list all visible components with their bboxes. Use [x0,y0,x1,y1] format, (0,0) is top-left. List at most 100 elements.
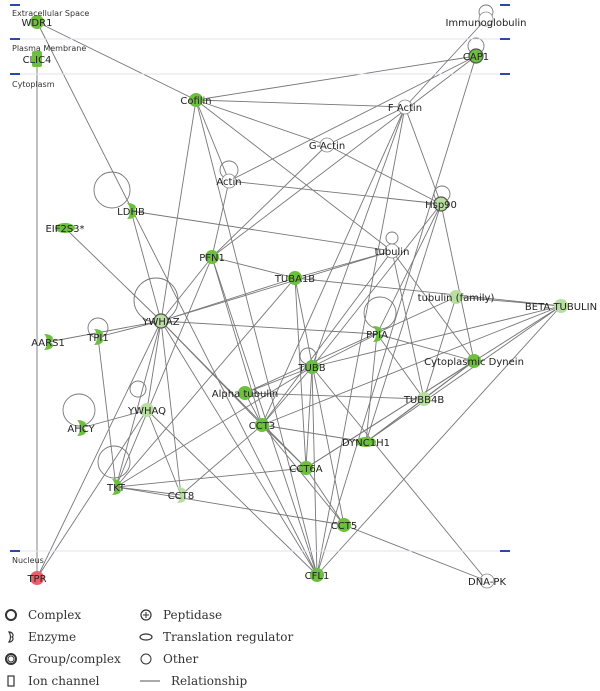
relationship-edge [244,392,425,400]
node-label-factin: F Actin [388,103,422,114]
node-ppia[interactable] [373,326,382,342]
node-label-clic4: CLIC4 [23,55,52,66]
node-aars1[interactable] [44,334,53,350]
node-cct5[interactable] [337,518,351,532]
relationship-edge [343,524,488,582]
compartment-cytoplasm: Cytoplasm [12,80,55,89]
node-label-tubb4b: TUBB4B [403,395,445,406]
node-factin[interactable] [397,99,413,115]
self-loop-edge [129,380,147,398]
relationship-edge [115,366,313,488]
node-cct8[interactable] [177,487,186,503]
relationship-edge [36,409,148,579]
node-tubb4b[interactable] [417,392,431,406]
node-hsp90[interactable] [433,196,449,212]
relationship-edge [311,366,488,582]
node-label-tubulin: tubulin [375,247,410,258]
group-complex-icon [5,653,17,665]
relationship-edge [195,99,230,182]
legend: Complex Enzyme Group/complex Ion channel… [0,600,600,691]
node-actin[interactable] [221,173,237,189]
node-label-cct5: CCT5 [331,521,357,532]
relationship-edge [211,180,230,258]
node-label-wdr1: WDR1 [22,18,53,29]
relationship-edge [294,277,562,307]
relationship-edge [195,99,328,146]
node-eif2s3[interactable] [55,223,75,233]
node-label-tkt: TKT [106,483,126,494]
relationship-edge [376,333,475,362]
node-label-aars1: AARS1 [31,338,65,349]
node-alphatubulin[interactable] [238,386,252,400]
compartment-boundaries [20,38,500,552]
relationship-edge [160,277,296,322]
node-wdr1[interactable] [30,15,44,29]
node-pfn1[interactable] [205,250,219,264]
node-tpr[interactable] [30,571,44,585]
node-tubulinfamily[interactable] [449,290,463,304]
node-tubulin[interactable] [384,243,400,259]
node-label-eif2s3: EIF2S3* [45,224,84,235]
legend-ion-channel: Ion channel [4,674,100,688]
node-tubb[interactable] [305,360,319,374]
node-cfl1[interactable] [310,568,324,582]
relationship-edge [455,296,562,307]
node-immunoglobulin[interactable] [478,11,494,27]
relationship-edge [316,106,406,576]
node-label-tpr: TPR [26,574,46,585]
relationship-edge [115,486,182,496]
relationship-edge [294,277,345,526]
self-loop-edge [363,296,397,330]
relationship-edge [305,360,475,469]
relationship-edge [97,336,117,488]
compartment-extracellular: Extracellular Space [12,9,89,18]
node-clic4[interactable] [32,51,42,67]
node-label-hsp90: Hsp90 [425,200,457,211]
node-betatubulin[interactable] [554,299,568,313]
relationship-edge [36,21,197,101]
relationship-edge [423,360,475,400]
node-cct3[interactable] [255,418,269,432]
relationship-edge [97,320,162,338]
relationship-edge [160,99,197,322]
node-dnapk[interactable] [479,573,495,589]
relationship-edge [311,106,406,368]
node-gactin[interactable] [319,137,335,153]
relationship-edge [311,305,562,368]
relationship-edge [160,320,307,469]
node-tpi1[interactable] [94,329,103,345]
relationship-edge [244,366,313,394]
relationship-edge [47,320,162,343]
node-ahcy[interactable] [77,420,86,436]
node-dync1h1[interactable] [356,437,376,447]
node-tkt[interactable] [112,479,121,495]
node-cytodynein[interactable] [467,354,481,368]
node-ldhb[interactable] [127,203,136,219]
relationship-edge [146,320,162,411]
node-tuba1b[interactable] [288,271,302,285]
node-label-betatubulin: BETA TUBULIN [525,302,597,313]
node-cofilin[interactable] [189,93,203,107]
legend-other: Other [139,652,198,666]
node-ywhaz[interactable] [153,313,169,329]
node-cap1[interactable] [468,48,484,64]
relationship-edge [195,99,406,108]
relationship-edge [376,203,442,335]
relationship-edge [211,256,263,426]
relationship-edge [180,424,263,496]
relationship-edge [305,366,313,469]
node-ywhaq[interactable] [140,403,154,417]
node-cct6a[interactable] [299,461,313,475]
edges [36,4,562,582]
legend-group-complex-label: Group/complex [28,652,121,666]
relationship-edge [228,180,442,205]
relationship-edge [36,320,162,579]
compartment-nucleus: Nucleus [12,556,44,565]
nodes [30,11,568,589]
node-label-cfl1: CFL1 [305,571,330,582]
node-label-ldhb: LDHB [117,207,145,218]
legend-other-label: Other [163,652,199,666]
relationship-edge [115,256,213,488]
legend-relationship-label: Relationship [171,674,248,688]
node-label-tuba1b: TUBA1B [274,274,315,285]
